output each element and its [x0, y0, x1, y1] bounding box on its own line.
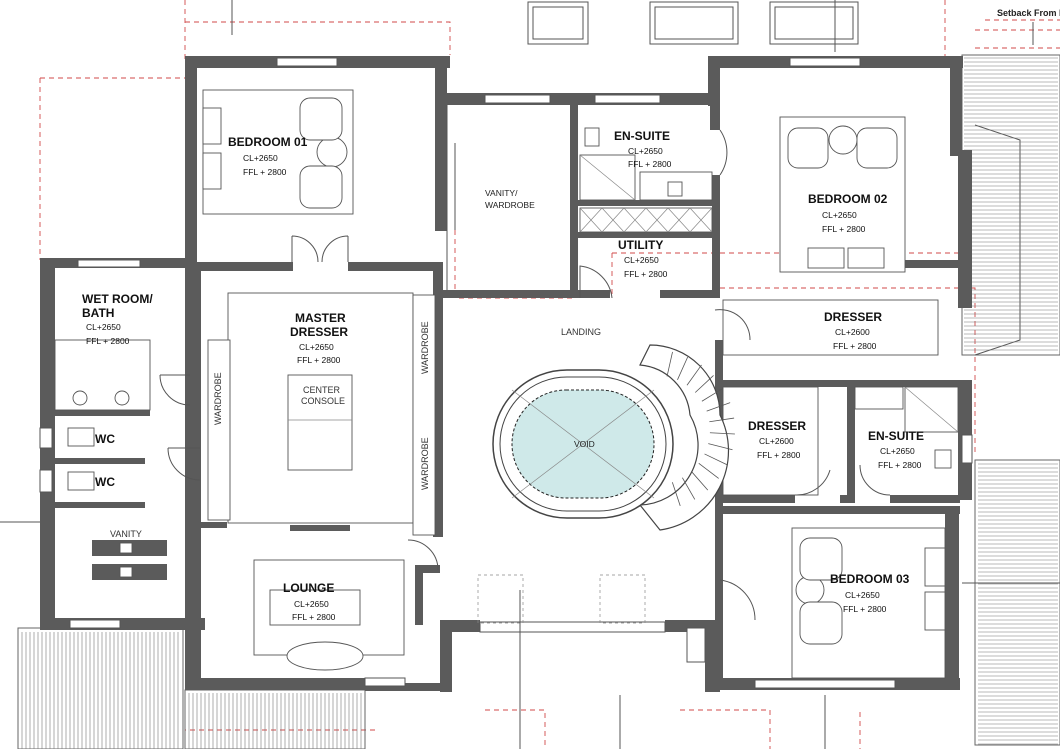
setback-note: Setback From I — [997, 8, 1060, 18]
windows — [39, 57, 973, 689]
dresser-mid-name: DRESSER — [748, 419, 806, 433]
lounge-name: LOUNGE — [283, 581, 334, 595]
bedroom01-ffl: FFL + 2800 — [243, 167, 287, 177]
terrace-hatch — [17, 627, 366, 749]
wc2-name: WC — [95, 475, 115, 489]
wetroom-name2: BATH — [82, 306, 114, 320]
master-dresser-name2: DRESSER — [290, 325, 348, 339]
walls — [40, 56, 972, 692]
ensuite-top-name: EN-SUITE — [614, 129, 670, 143]
utility-cl: CL+2650 — [624, 255, 659, 265]
void-label: VOID — [574, 439, 595, 449]
roof-hatch — [961, 54, 1060, 746]
bedroom03-ffl: FFL + 2800 — [843, 604, 887, 614]
room-labels: BEDROOM 01 CL+2650 FFL + 2800 VANITY/ WA… — [82, 8, 1060, 622]
wardrobe-left-label: WARDROBE — [213, 372, 223, 425]
ensuite-top-cl: CL+2650 — [628, 146, 663, 156]
wetroom-cl: CL+2650 — [86, 322, 121, 332]
ensuite-right-cl: CL+2650 — [880, 446, 915, 456]
rooflights — [527, 1, 859, 45]
vanity-name: VANITY — [110, 529, 142, 539]
wc1-name: WC — [95, 432, 115, 446]
wardrobe-right-top-label: WARDROBE — [420, 321, 430, 374]
lounge-ffl: FFL + 2800 — [292, 612, 336, 622]
ensuite-right-name: EN-SUITE — [868, 429, 924, 443]
dresser-mid-ffl: FFL + 2800 — [757, 450, 801, 460]
wardrobe-right-bottom-label: WARDROBE — [420, 437, 430, 490]
dresser-right-ffl: FFL + 2800 — [833, 341, 877, 351]
stair — [638, 344, 730, 531]
vanity-wardrobe-name1: VANITY/ — [485, 188, 518, 198]
bedroom03-name: BEDROOM 03 — [830, 572, 910, 586]
dresser-mid-cl: CL+2600 — [759, 436, 794, 446]
center-console-name2: CONSOLE — [301, 396, 345, 406]
center-console-name1: CENTER — [303, 385, 341, 395]
ensuite-right-ffl: FFL + 2800 — [878, 460, 922, 470]
lounge-cl: CL+2650 — [294, 599, 329, 609]
master-dresser-name1: MASTER — [295, 311, 346, 325]
wetroom-ffl: FFL + 2800 — [86, 336, 130, 346]
utility-ffl: FFL + 2800 — [624, 269, 668, 279]
master-dresser-ffl: FFL + 2800 — [297, 355, 341, 365]
ensuite-top-ffl: FFL + 2800 — [628, 159, 672, 169]
master-dresser-cl: CL+2650 — [299, 342, 334, 352]
bedroom02-ffl: FFL + 2800 — [822, 224, 866, 234]
utility-name: UTILITY — [618, 238, 663, 252]
dresser-right-name: DRESSER — [824, 310, 882, 324]
bedroom02-name: BEDROOM 02 — [808, 192, 888, 206]
wetroom-name1: WET ROOM/ — [82, 292, 153, 306]
void-and-stair: VOID — [492, 344, 735, 531]
bedroom02-cl: CL+2650 — [822, 210, 857, 220]
landing-label: LANDING — [561, 327, 601, 337]
dresser-right-cl: CL+2600 — [835, 327, 870, 337]
bedroom01-cl: CL+2650 — [243, 153, 278, 163]
vanity-wardrobe-name2: WARDROBE — [485, 200, 535, 210]
bedroom01-name: BEDROOM 01 — [228, 135, 308, 149]
bedroom03-cl: CL+2650 — [845, 590, 880, 600]
